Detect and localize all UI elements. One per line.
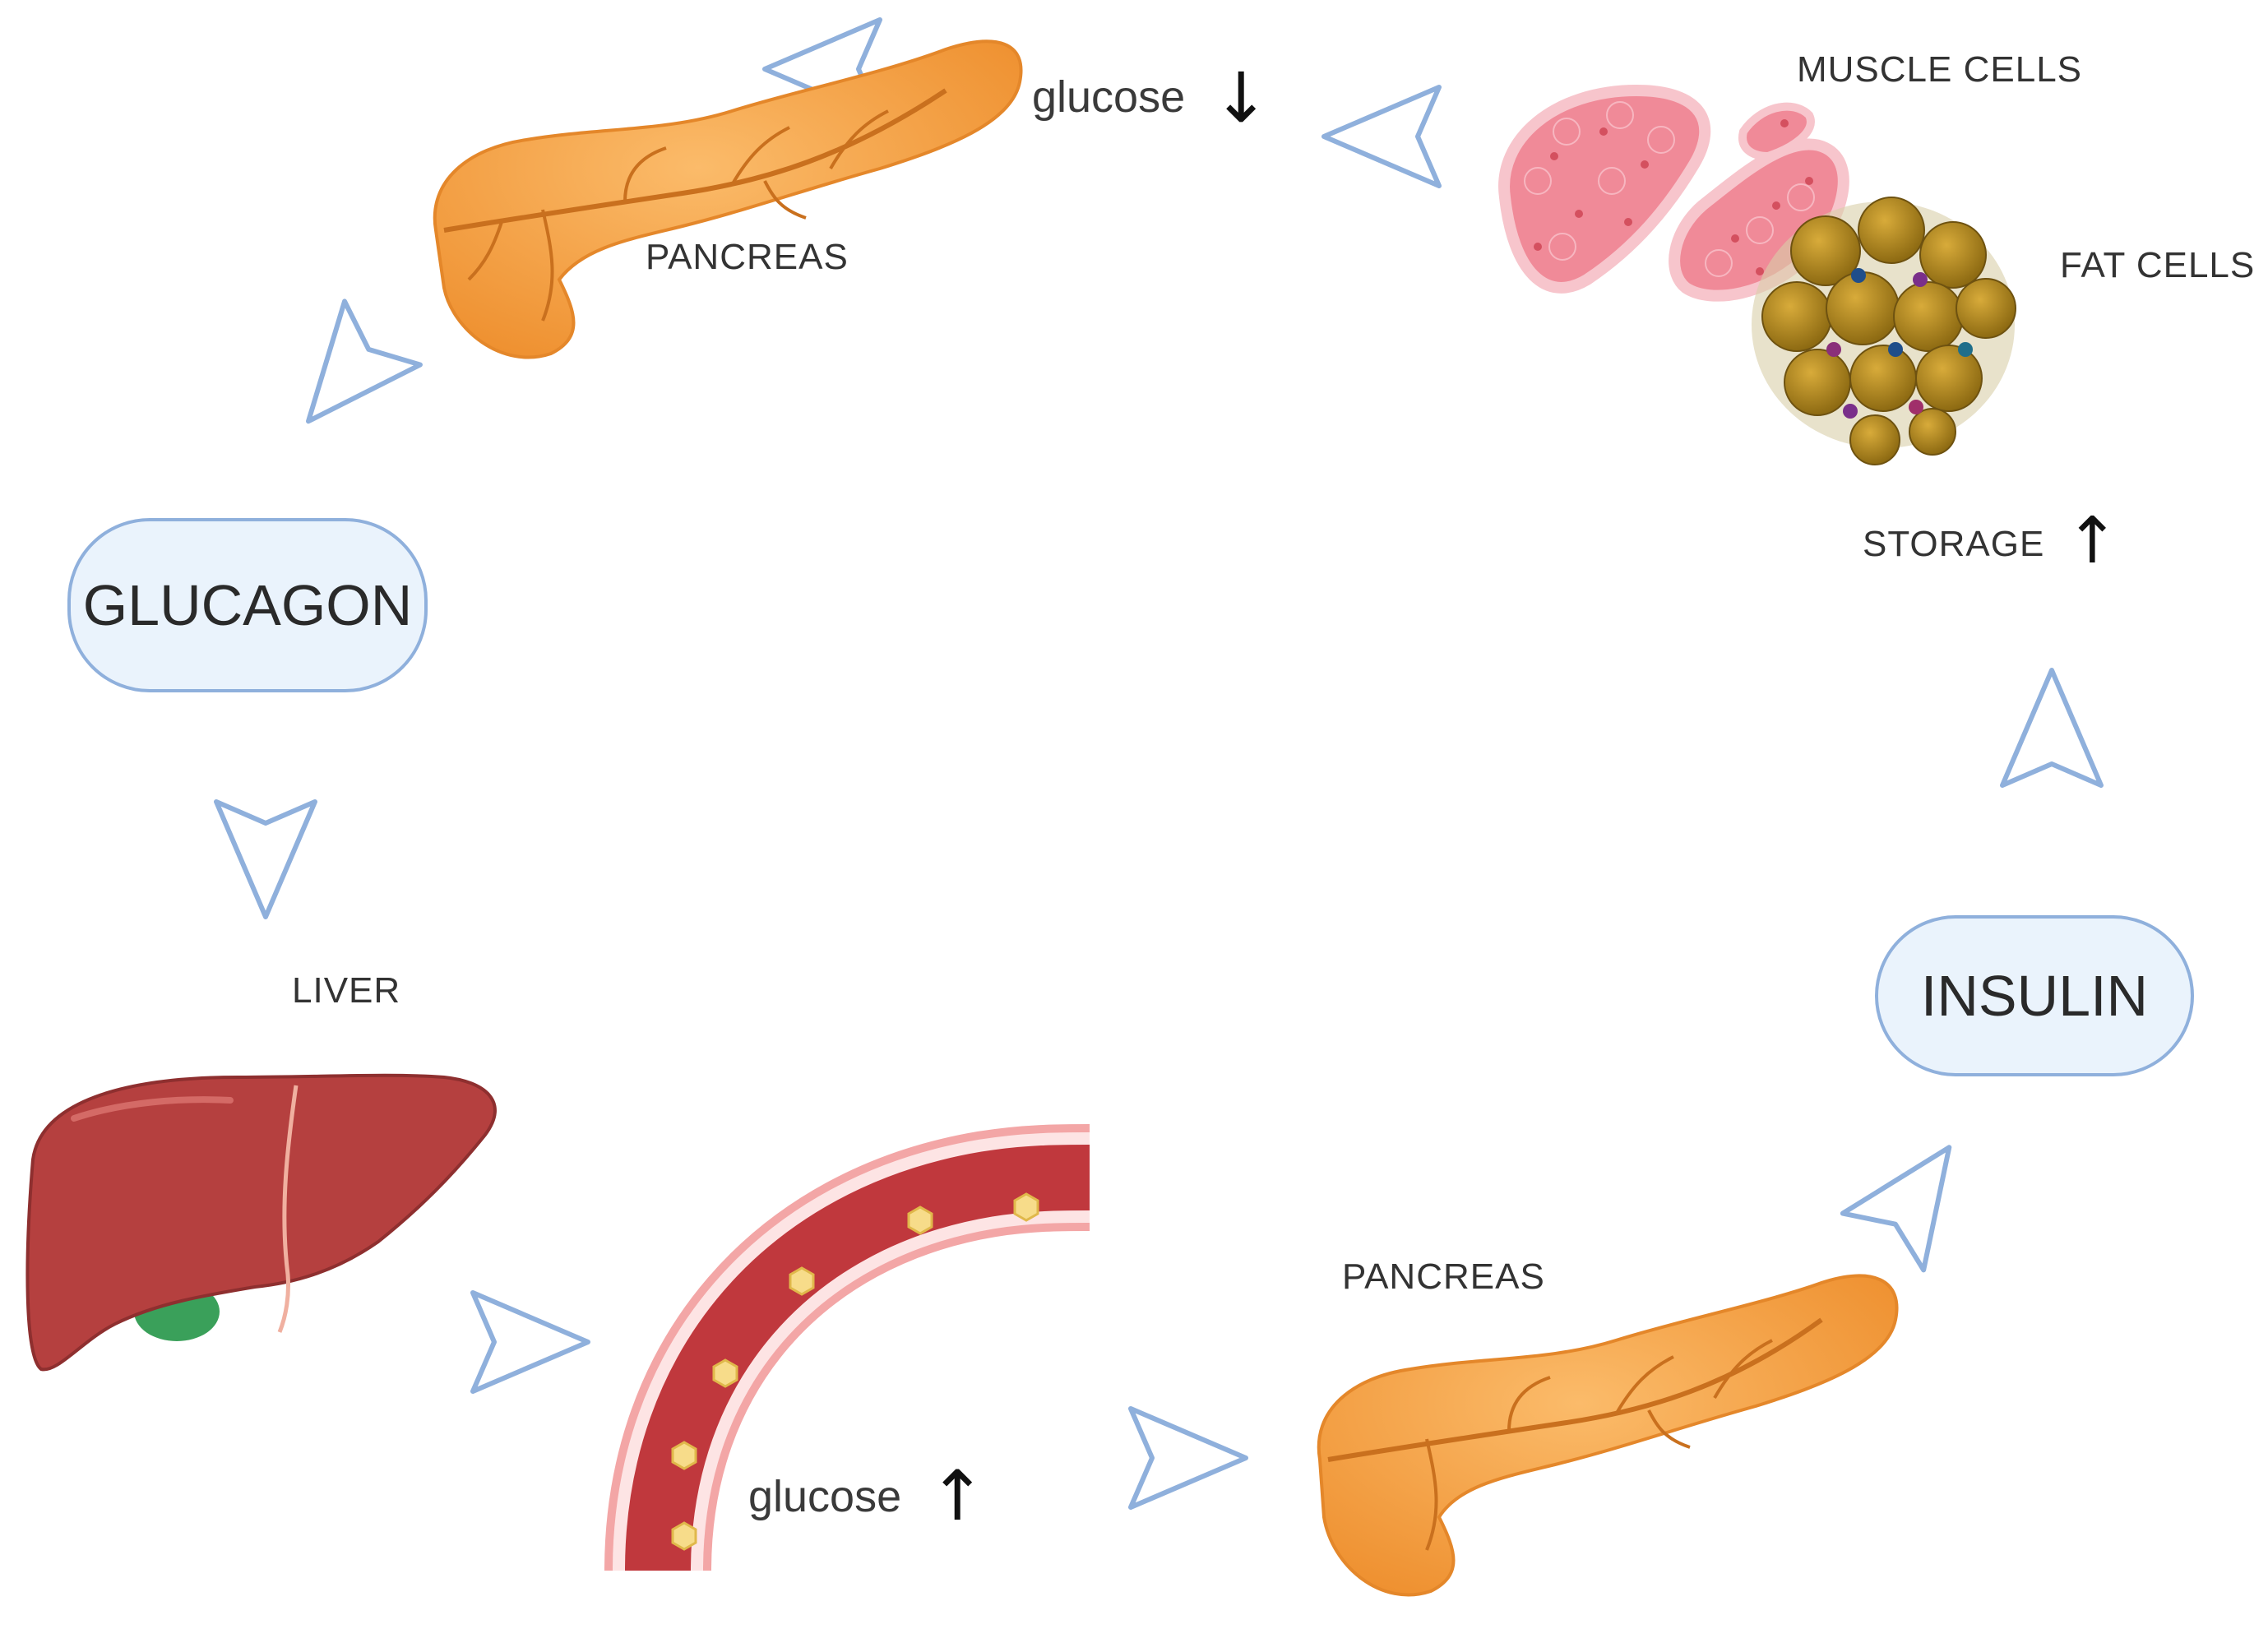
- chevron-arrow-icon: [1131, 1409, 1246, 1507]
- blood-vessel-illustration: [604, 1124, 1090, 1571]
- chevron-arrow-icon: [2002, 670, 2101, 785]
- glucagon-text: GLUCAGON: [82, 573, 413, 637]
- insulin-hormone-label: INSULIN: [1875, 915, 2194, 1076]
- storage-text: STORAGE: [1863, 524, 2045, 564]
- liver-illustration: [25, 1073, 497, 1372]
- pancreas-bottom-label: PANCREAS: [1342, 1256, 1545, 1297]
- down-arrow-icon: ↓: [1212, 58, 1271, 138]
- fat-cells-illustration: [1752, 197, 2016, 465]
- insulin-text: INSULIN: [1920, 964, 2149, 1028]
- glucagon-hormone-label: GLUCAGON: [67, 518, 428, 692]
- chevron-arrow-icon: [271, 301, 420, 452]
- storage-label: STORAGE ↑: [1863, 497, 2120, 578]
- glucose-top-label: glucose ↓: [1032, 48, 1271, 138]
- glucose-bottom-text: glucose: [748, 1472, 902, 1521]
- pancreas-illustration: [1317, 1274, 1899, 1597]
- glucose-top-text: glucose: [1032, 72, 1186, 122]
- up-arrow-icon: ↑: [2065, 504, 2120, 578]
- liver-label: LIVER: [292, 970, 401, 1011]
- glucose-bottom-label: glucose ↑: [748, 1447, 987, 1536]
- muscle-cells-label: MUSCLE CELLS: [1797, 49, 2083, 90]
- chevron-arrow-icon: [473, 1293, 588, 1391]
- pancreas-illustration: [433, 39, 1023, 359]
- pancreas-top-label: PANCREAS: [646, 237, 849, 277]
- chevron-arrow-icon: [216, 802, 315, 917]
- up-arrow-icon: ↑: [928, 1455, 987, 1536]
- glucose-particles: [671, 1192, 1039, 1551]
- chevron-arrow-icon: [1324, 87, 1439, 186]
- fat-cells-label: FAT CELLS: [2060, 245, 2256, 285]
- chevron-arrow-icon: [1843, 1119, 1990, 1270]
